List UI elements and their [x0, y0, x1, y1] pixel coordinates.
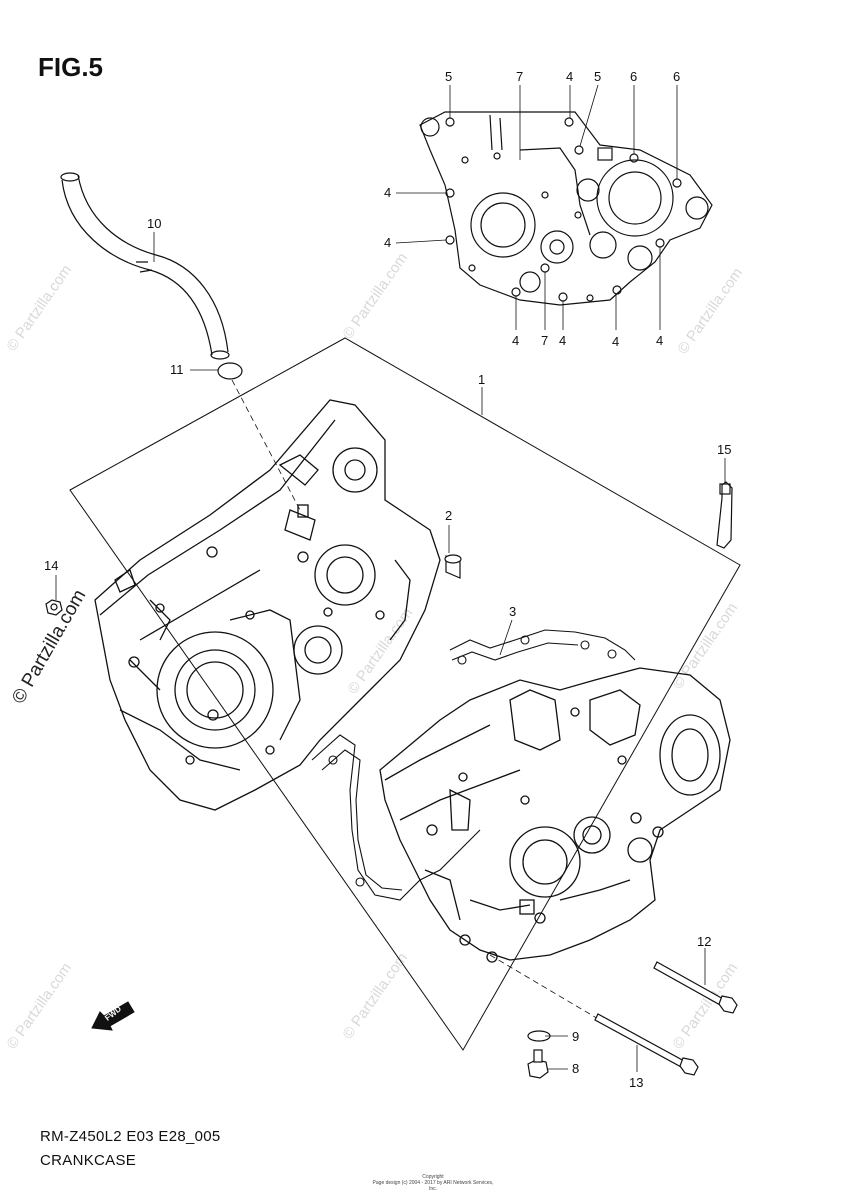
clip — [716, 481, 733, 549]
callout-5: 5 — [594, 69, 601, 84]
right-crankcase-half — [379, 667, 731, 963]
callout-4: 4 — [512, 333, 519, 348]
bolt-short — [527, 1049, 549, 1079]
watermark: © Partzilla.com — [669, 600, 741, 693]
leader-lines-main — [55, 232, 726, 1072]
callout-3: 3 — [509, 604, 516, 619]
callout-1: 1 — [478, 372, 485, 387]
callout-4: 4 — [559, 333, 566, 348]
copyright-notice: Copyright Page design (c) 2004 - 2017 by… — [368, 1174, 498, 1192]
watermark: © Partzilla.com — [3, 960, 75, 1053]
figure-name: CRANKCASE — [40, 1152, 137, 1169]
callout-4: 4 — [612, 334, 619, 349]
callout-7: 7 — [541, 333, 548, 348]
fwd-arrow — [91, 1001, 135, 1031]
copyright-line: Copyright — [422, 1174, 444, 1180]
dash-line — [231, 379, 301, 511]
callout-10: 10 — [147, 216, 161, 231]
callout-4: 4 — [656, 333, 663, 348]
callout-12: 12 — [697, 934, 711, 949]
callout-5: 5 — [445, 69, 452, 84]
callout-4: 4 — [566, 69, 573, 84]
copyright-line: Page design (c) 2004 - 2017 by ARI Netwo… — [372, 1180, 494, 1192]
crankcase-gasket — [311, 629, 636, 901]
callout-7: 7 — [516, 69, 523, 84]
leader-lines-top — [395, 84, 678, 330]
figure-code: RM-Z450L2 E03 E28_005 — [40, 1128, 221, 1145]
watermark: © Partzilla.com — [339, 250, 411, 343]
callout-4: 4 — [384, 235, 391, 250]
callout-8: 8 — [572, 1061, 579, 1076]
gasket-washer — [217, 362, 243, 380]
dash-line — [489, 954, 601, 1021]
callout-6: 6 — [630, 69, 637, 84]
crankcase-bolt-view — [419, 111, 713, 306]
watermark: © Partzilla.com — [339, 950, 411, 1043]
callout-14: 14 — [44, 558, 58, 573]
assembly-outline — [69, 337, 741, 1051]
watermark: © Partzilla.com — [674, 265, 746, 358]
nut — [45, 599, 63, 616]
callout-9: 9 — [572, 1029, 579, 1044]
callout-15: 15 — [717, 442, 731, 457]
watermark: © Partzilla.com — [3, 262, 75, 355]
callout-4: 4 — [384, 185, 391, 200]
breather-hose — [60, 172, 230, 360]
callout-2: 2 — [445, 508, 452, 523]
dowel-pin — [444, 554, 462, 579]
left-crankcase-half — [94, 399, 441, 811]
callout-11: 11 — [170, 362, 184, 377]
watermark-group: © Partzilla.com © Partzilla.com © Partzi… — [3, 250, 746, 1053]
callout-13: 13 — [629, 1075, 643, 1090]
bolt-long-13 — [594, 1013, 699, 1076]
figure-title: FIG.5 — [38, 52, 104, 82]
bolt-long-12 — [653, 961, 738, 1014]
callout-6: 6 — [673, 69, 680, 84]
